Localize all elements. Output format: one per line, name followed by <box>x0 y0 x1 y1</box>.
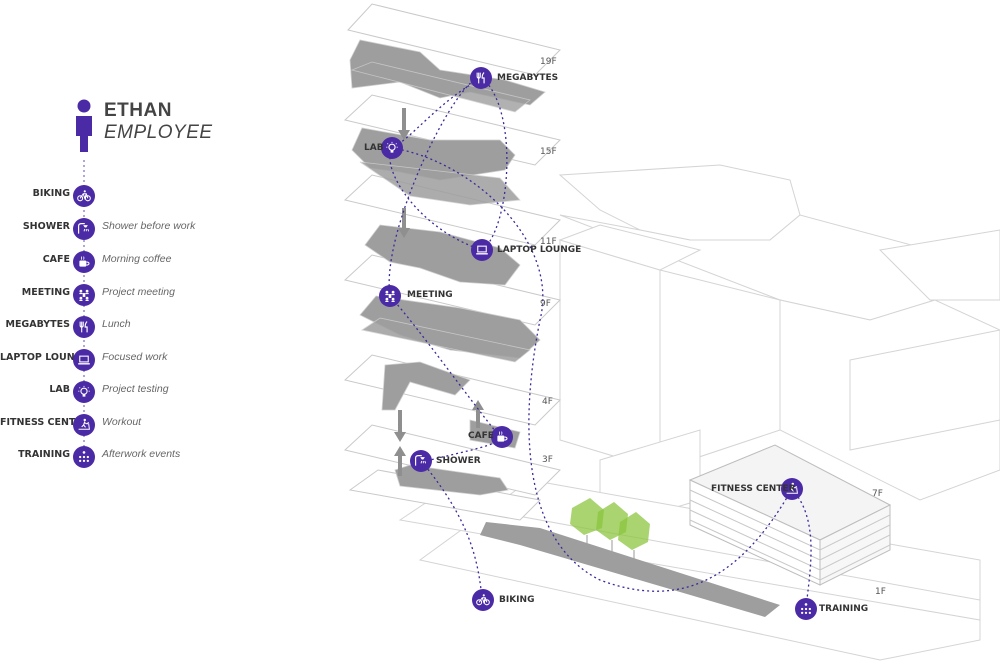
floor-label-19f: 19F <box>540 57 557 67</box>
bike-icon <box>73 185 95 207</box>
coffee-icon <box>491 426 513 448</box>
legend-row: TRAINING Afterwork events <box>0 445 330 469</box>
legend-description: Project testing <box>102 383 169 395</box>
legend-row: SHOWER Shower before work <box>0 217 330 241</box>
legend-row: LAPTOP LOUNGE Focused work <box>0 348 330 372</box>
legend-label: FITNESS CENTER <box>0 417 90 428</box>
meeting-icon <box>379 285 401 307</box>
legend-description: Morning coffee <box>102 253 172 265</box>
label-cafe: CAFE <box>468 431 494 441</box>
label-megabytes: MEGABYTES <box>497 73 559 83</box>
legend-description: Shower before work <box>102 220 196 232</box>
coffee-icon <box>73 251 95 273</box>
legend-description: Afterwork events <box>102 448 181 460</box>
person-name: ETHAN <box>104 100 172 121</box>
legend-description: Focused work <box>102 351 168 363</box>
legend-description: Workout <box>102 416 142 428</box>
fork-knife-icon <box>73 316 95 338</box>
legend-label: BIKING <box>32 188 70 199</box>
legend-row: MEETING Project meeting <box>0 283 330 307</box>
legend-row: MEGABYTES Lunch <box>0 315 330 339</box>
legend-graphics <box>76 99 92 458</box>
label-meeting: MEETING <box>407 290 453 300</box>
label-fitness-center: FITNESS CENTER <box>711 484 796 494</box>
floor-label-7f: 7F <box>872 489 883 499</box>
legend-row: BIKING <box>0 184 330 208</box>
floor-label-3f: 3F <box>542 455 553 465</box>
meeting-icon <box>73 284 95 306</box>
person-icon <box>76 99 92 152</box>
floor-label-11f: 11F <box>540 237 557 247</box>
legend-label: MEETING <box>21 287 70 298</box>
floor-label-1f: 1F <box>875 587 886 597</box>
stair-arrows <box>394 108 484 476</box>
audience-icon <box>73 446 95 468</box>
tower-floorplans <box>349 39 546 496</box>
laptop-icon <box>73 349 95 371</box>
legend-description: Lunch <box>102 318 131 330</box>
treadmill-icon <box>73 414 95 436</box>
lightbulb-icon <box>73 381 95 403</box>
laptop-icon <box>471 239 493 261</box>
legend-description: Project meeting <box>102 286 175 298</box>
label-shower: SHOWER <box>436 456 481 466</box>
bike-icon <box>472 589 494 611</box>
legend-label: CAFE <box>42 254 70 265</box>
label-lab: LAB <box>364 143 384 153</box>
legend-row: CAFE Morning coffee <box>0 250 330 274</box>
treadmill-icon <box>781 478 803 500</box>
fork-knife-icon <box>470 67 492 89</box>
shower-icon <box>73 218 95 240</box>
legend-label: TRAINING <box>18 449 70 460</box>
legend-row: LAB Project testing <box>0 380 330 404</box>
label-training: TRAINING <box>819 604 869 614</box>
lightbulb-icon <box>381 137 403 159</box>
floor-label-15f: 15F <box>540 147 557 157</box>
floor-label-4f: 4F <box>542 397 553 407</box>
trees <box>570 498 650 570</box>
context-buildings <box>398 164 1000 661</box>
label-laptop-lounge: LAPTOP LOUNGE <box>497 245 582 255</box>
person-role: EMPLOYEE <box>104 122 213 143</box>
ground-ramp <box>480 522 780 617</box>
shower-icon <box>410 450 432 472</box>
legend-label: MEGABYTES <box>5 319 70 330</box>
floor-label-9f: 9F <box>540 299 551 309</box>
legend-label: LAB <box>49 384 70 395</box>
person-title: ETHAN EMPLOYEE <box>104 100 213 144</box>
legend-label: LAPTOP LOUNGE <box>0 352 89 363</box>
label-biking: BIKING <box>499 595 535 605</box>
audience-icon <box>795 598 817 620</box>
legend-label: SHOWER <box>22 221 70 232</box>
legend-row: FITNESS CENTER Workout <box>0 413 330 437</box>
